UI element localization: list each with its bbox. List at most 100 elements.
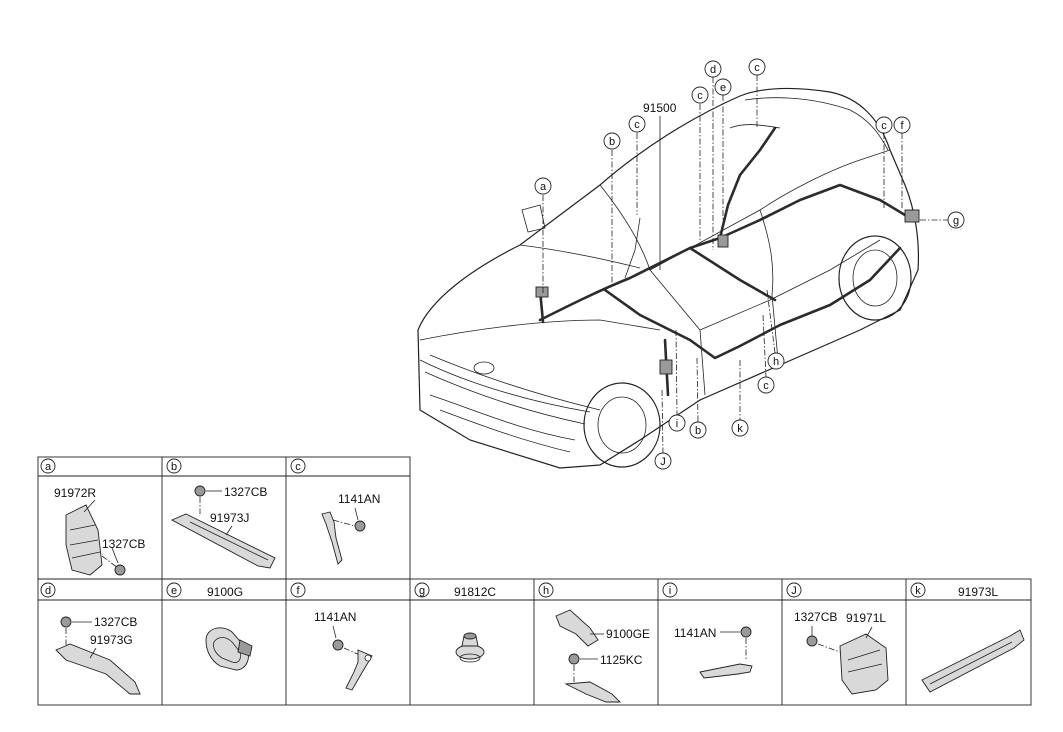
panel-i-letter: i: [662, 582, 678, 598]
ground-cable-part: [321, 511, 343, 565]
panel-c: c 1141AN: [290, 458, 380, 565]
svg-text:a: a: [45, 461, 52, 473]
bolt-icon: [568, 653, 580, 665]
panel-j: J 1327CB 91971L: [786, 582, 889, 695]
panel-d: d 1327CB 91973G: [40, 582, 141, 695]
callout-letter: c: [881, 120, 887, 132]
part-label-1327CB: 1327CB: [94, 615, 137, 629]
callout-c-1[interactable]: c: [628, 115, 646, 133]
part-label-1125KC: 1125KC: [600, 653, 643, 667]
panel-b: b 1327CB 91973J: [166, 458, 276, 569]
harness-protector-part: [921, 629, 1025, 693]
callout-f[interactable]: f: [893, 116, 911, 134]
callout-d[interactable]: d: [704, 60, 722, 78]
callout-j[interactable]: J: [654, 452, 672, 470]
detail-panel-grid: [37, 456, 1032, 706]
part-label-91971L: 91971L: [846, 611, 886, 625]
part-label-9100GE: 9100GE: [606, 627, 650, 641]
callout-letter: f: [900, 120, 904, 132]
callout-letter: c: [634, 119, 640, 131]
callout-b-bottom[interactable]: b: [689, 421, 707, 439]
panel-h-letter: h: [538, 582, 554, 598]
panel-a: a 91972R 1327CB: [40, 458, 145, 576]
ground-cable-part: [699, 663, 753, 679]
callout-h[interactable]: h: [767, 352, 785, 370]
callout-letter: b: [609, 136, 615, 148]
bolt-icon: [194, 485, 206, 497]
bolt-icon: [354, 520, 366, 532]
callout-letter: h: [773, 356, 779, 368]
callout-b-top[interactable]: b: [603, 132, 621, 150]
part-label-91972R: 91972R: [54, 486, 96, 500]
panel-j-letter: J: [786, 582, 802, 598]
nut-icon: [114, 564, 126, 576]
svg-text:e: e: [171, 585, 177, 597]
svg-text:g: g: [419, 585, 425, 597]
svg-text:d: d: [45, 585, 51, 597]
panel-b-letter: b: [166, 458, 182, 474]
panel-a-letter: a: [40, 458, 56, 474]
panel-f: f 1141AN: [290, 582, 373, 691]
car-illustration: [417, 87, 919, 469]
bracket-part: [839, 633, 889, 695]
svg-text:f: f: [296, 585, 300, 597]
panel-c-letter: c: [290, 458, 306, 474]
panel-k-letter: k: [910, 582, 926, 598]
callout-letter: b: [695, 425, 701, 437]
bolt-icon: [332, 639, 344, 651]
callout-a[interactable]: a: [534, 177, 552, 195]
callout-c-3[interactable]: c: [748, 58, 766, 76]
part-label-91973G: 91973G: [90, 633, 133, 647]
svg-text:c: c: [295, 461, 301, 473]
callout-g[interactable]: g: [947, 211, 965, 229]
part-label-1141AN: 1141AN: [314, 610, 356, 624]
callout-letter: J: [660, 456, 666, 468]
callout-c-5[interactable]: c: [757, 376, 775, 394]
callout-letter: k: [737, 423, 743, 435]
callout-letter: c: [763, 380, 769, 392]
svg-text:b: b: [171, 461, 177, 473]
svg-text:i: i: [669, 585, 671, 597]
callout-letter: d: [710, 64, 716, 76]
part-label-1327CB: 1327CB: [102, 537, 145, 551]
panel-i: i 1141AN: [662, 582, 753, 679]
svg-text:J: J: [791, 585, 797, 597]
callout-c-2[interactable]: c: [691, 86, 709, 104]
wiring-harness: [535, 124, 920, 397]
panel-h: h 9100GE 1125KC: [538, 582, 650, 703]
panel-d-letter: d: [40, 582, 56, 598]
harness-part-label: 91500: [643, 101, 677, 115]
grommet-part: [555, 609, 599, 647]
panel-g-letter: g: [414, 582, 430, 598]
harness-protector-part: [170, 513, 276, 569]
nut-icon: [806, 635, 818, 647]
part-label-91973J: 91973J: [210, 511, 249, 525]
callout-e[interactable]: e: [714, 78, 732, 96]
part-label-1327CB: 1327CB: [794, 610, 837, 624]
bolt-icon: [740, 626, 752, 638]
callout-letter: c: [754, 62, 760, 74]
part-label-1141AN: 1141AN: [674, 626, 716, 640]
part-label-1327CB: 1327CB: [224, 485, 267, 499]
part-label-1141AN: 1141AN: [338, 492, 380, 506]
harness-protector-part: [55, 643, 141, 695]
bolt-icon: [60, 616, 72, 628]
callout-c-4[interactable]: c: [875, 116, 893, 134]
leader-lines: [542, 75, 948, 454]
panel-e: e 9100G: [166, 582, 253, 671]
callout-k[interactable]: k: [731, 419, 749, 437]
panel-g: g 91812C: [414, 582, 496, 663]
callout-letter: e: [720, 82, 726, 94]
part-label-91973L: 91973L: [958, 585, 998, 599]
callout-i[interactable]: i: [668, 414, 686, 432]
part-label-9100G: 9100G: [207, 585, 243, 599]
grommet-part: [205, 627, 249, 671]
svg-text:k: k: [915, 585, 921, 597]
part-label-91812C: 91812C: [454, 585, 496, 599]
panel-k: k 91973L: [910, 582, 1025, 693]
callout-letter: a: [540, 181, 547, 193]
callout-letter: g: [953, 215, 959, 227]
svg-text:h: h: [543, 585, 549, 597]
callout-letter: i: [676, 418, 678, 430]
